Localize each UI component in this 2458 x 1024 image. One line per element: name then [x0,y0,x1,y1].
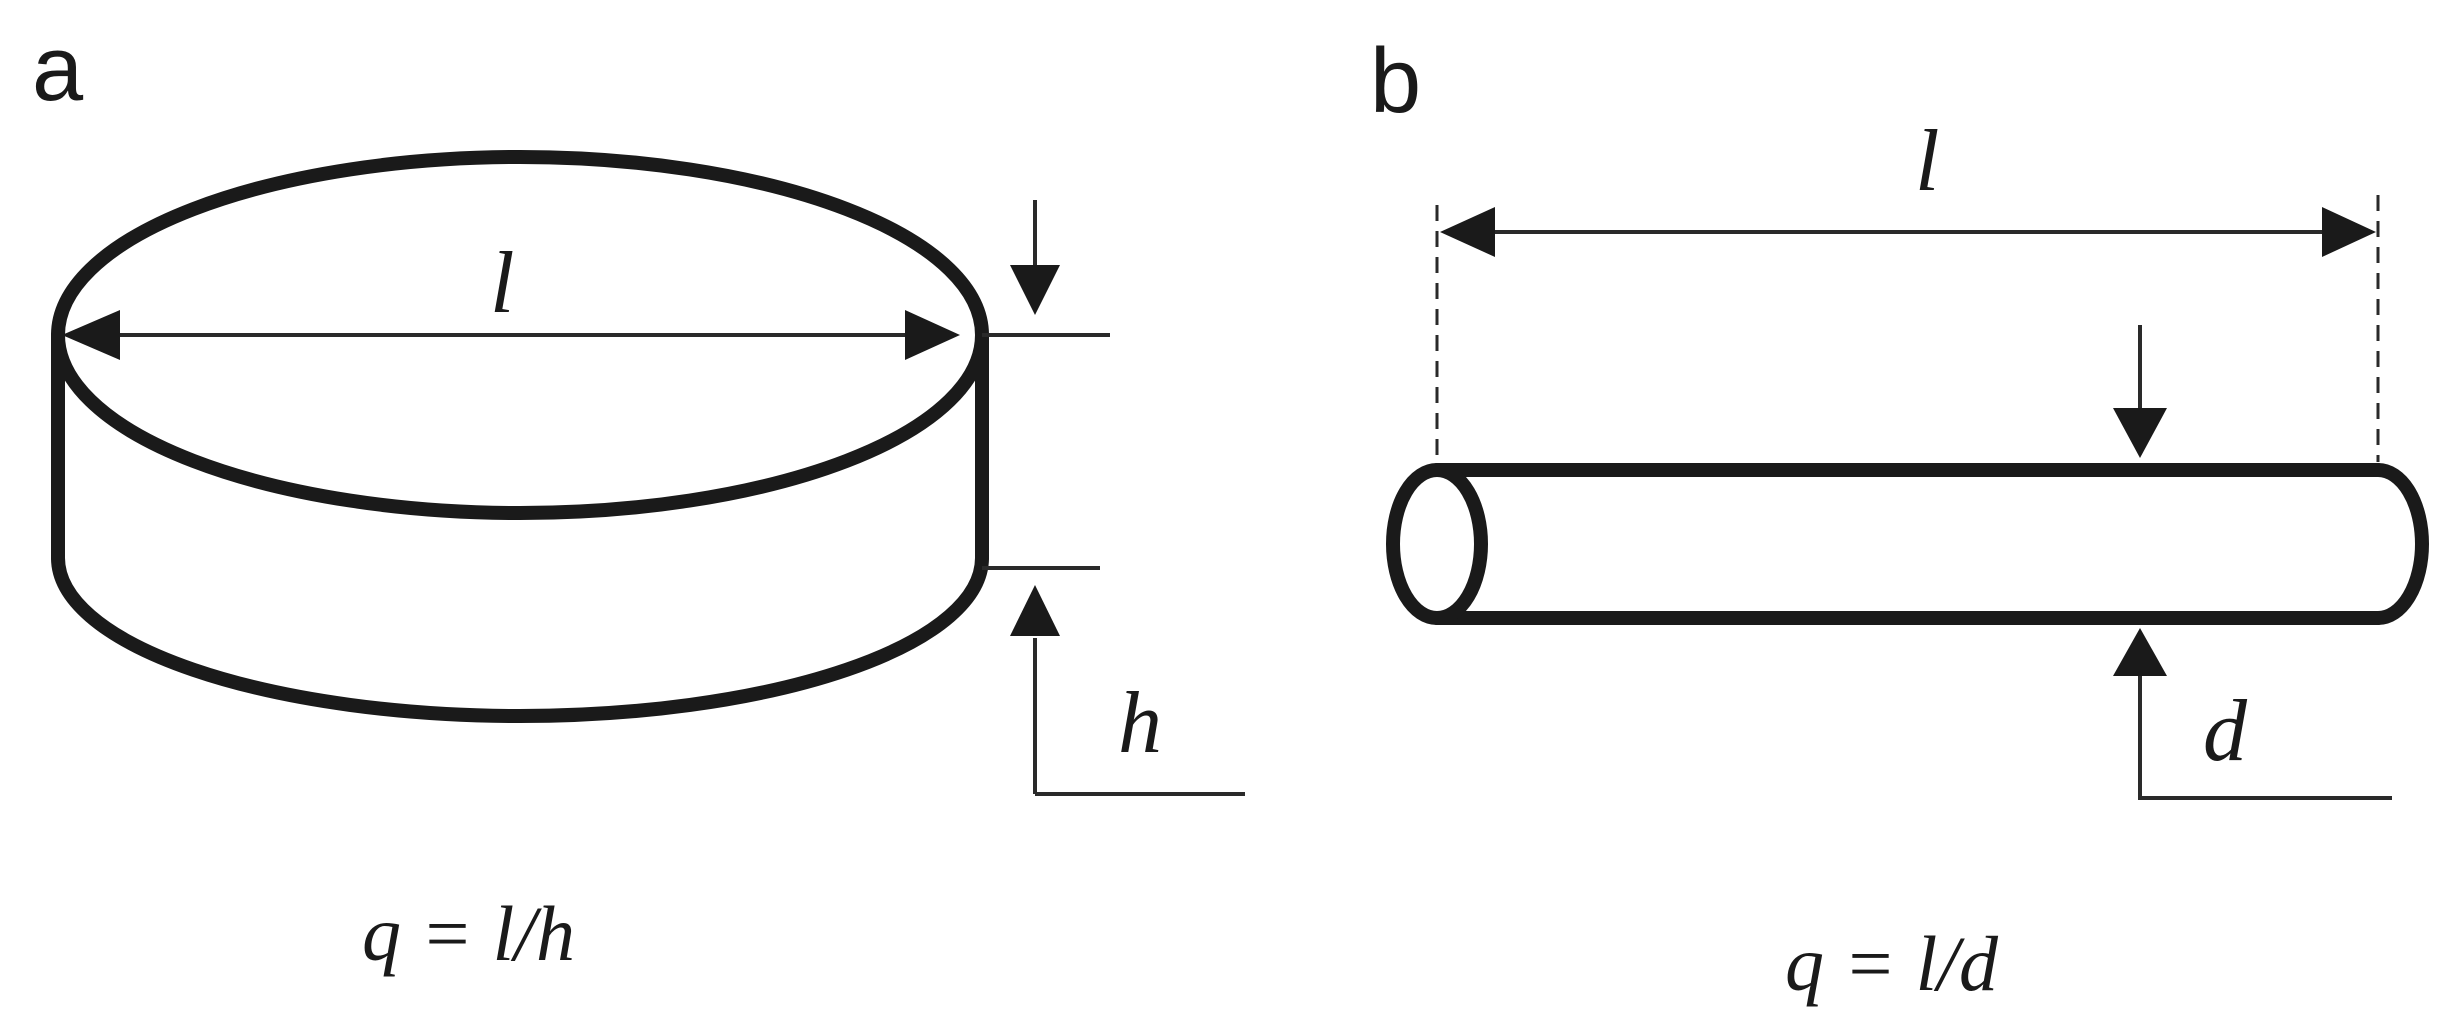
rod-diameter-down-arrow-icon [2113,408,2167,458]
rod-length-left-arrow-icon [1440,207,1495,257]
disc-aspect-ratio-formula: q = l/h [362,890,575,977]
disc-length-label: l [490,235,514,332]
rod-length-label: l [1915,113,1939,210]
panel-b-letter: b [1370,30,1421,132]
disc-thickness-label: h [1118,675,1162,772]
rod-right-end-cap [2371,463,2429,625]
rod-length-right-arrow-icon [2322,207,2376,257]
disc-bottom-edge [51,551,989,723]
disc-length-left-arrow-icon [62,310,120,360]
rod-left-end-face [1386,463,1488,625]
panel-a-letter: a [32,18,84,120]
disc-thickness-up-arrow-icon [1010,585,1060,636]
rod-aspect-ratio-formula: q = l/d [1785,920,1999,1007]
panel-b: b l d q = l/d [1370,30,2429,1007]
disc-thickness-down-arrow-icon [1010,265,1060,315]
disc-length-right-arrow-icon [905,310,960,360]
rod-diameter-label: d [2203,683,2248,780]
panel-a: a l h q = l/h [32,18,1245,977]
rod-diameter-up-arrow-icon [2113,628,2167,676]
